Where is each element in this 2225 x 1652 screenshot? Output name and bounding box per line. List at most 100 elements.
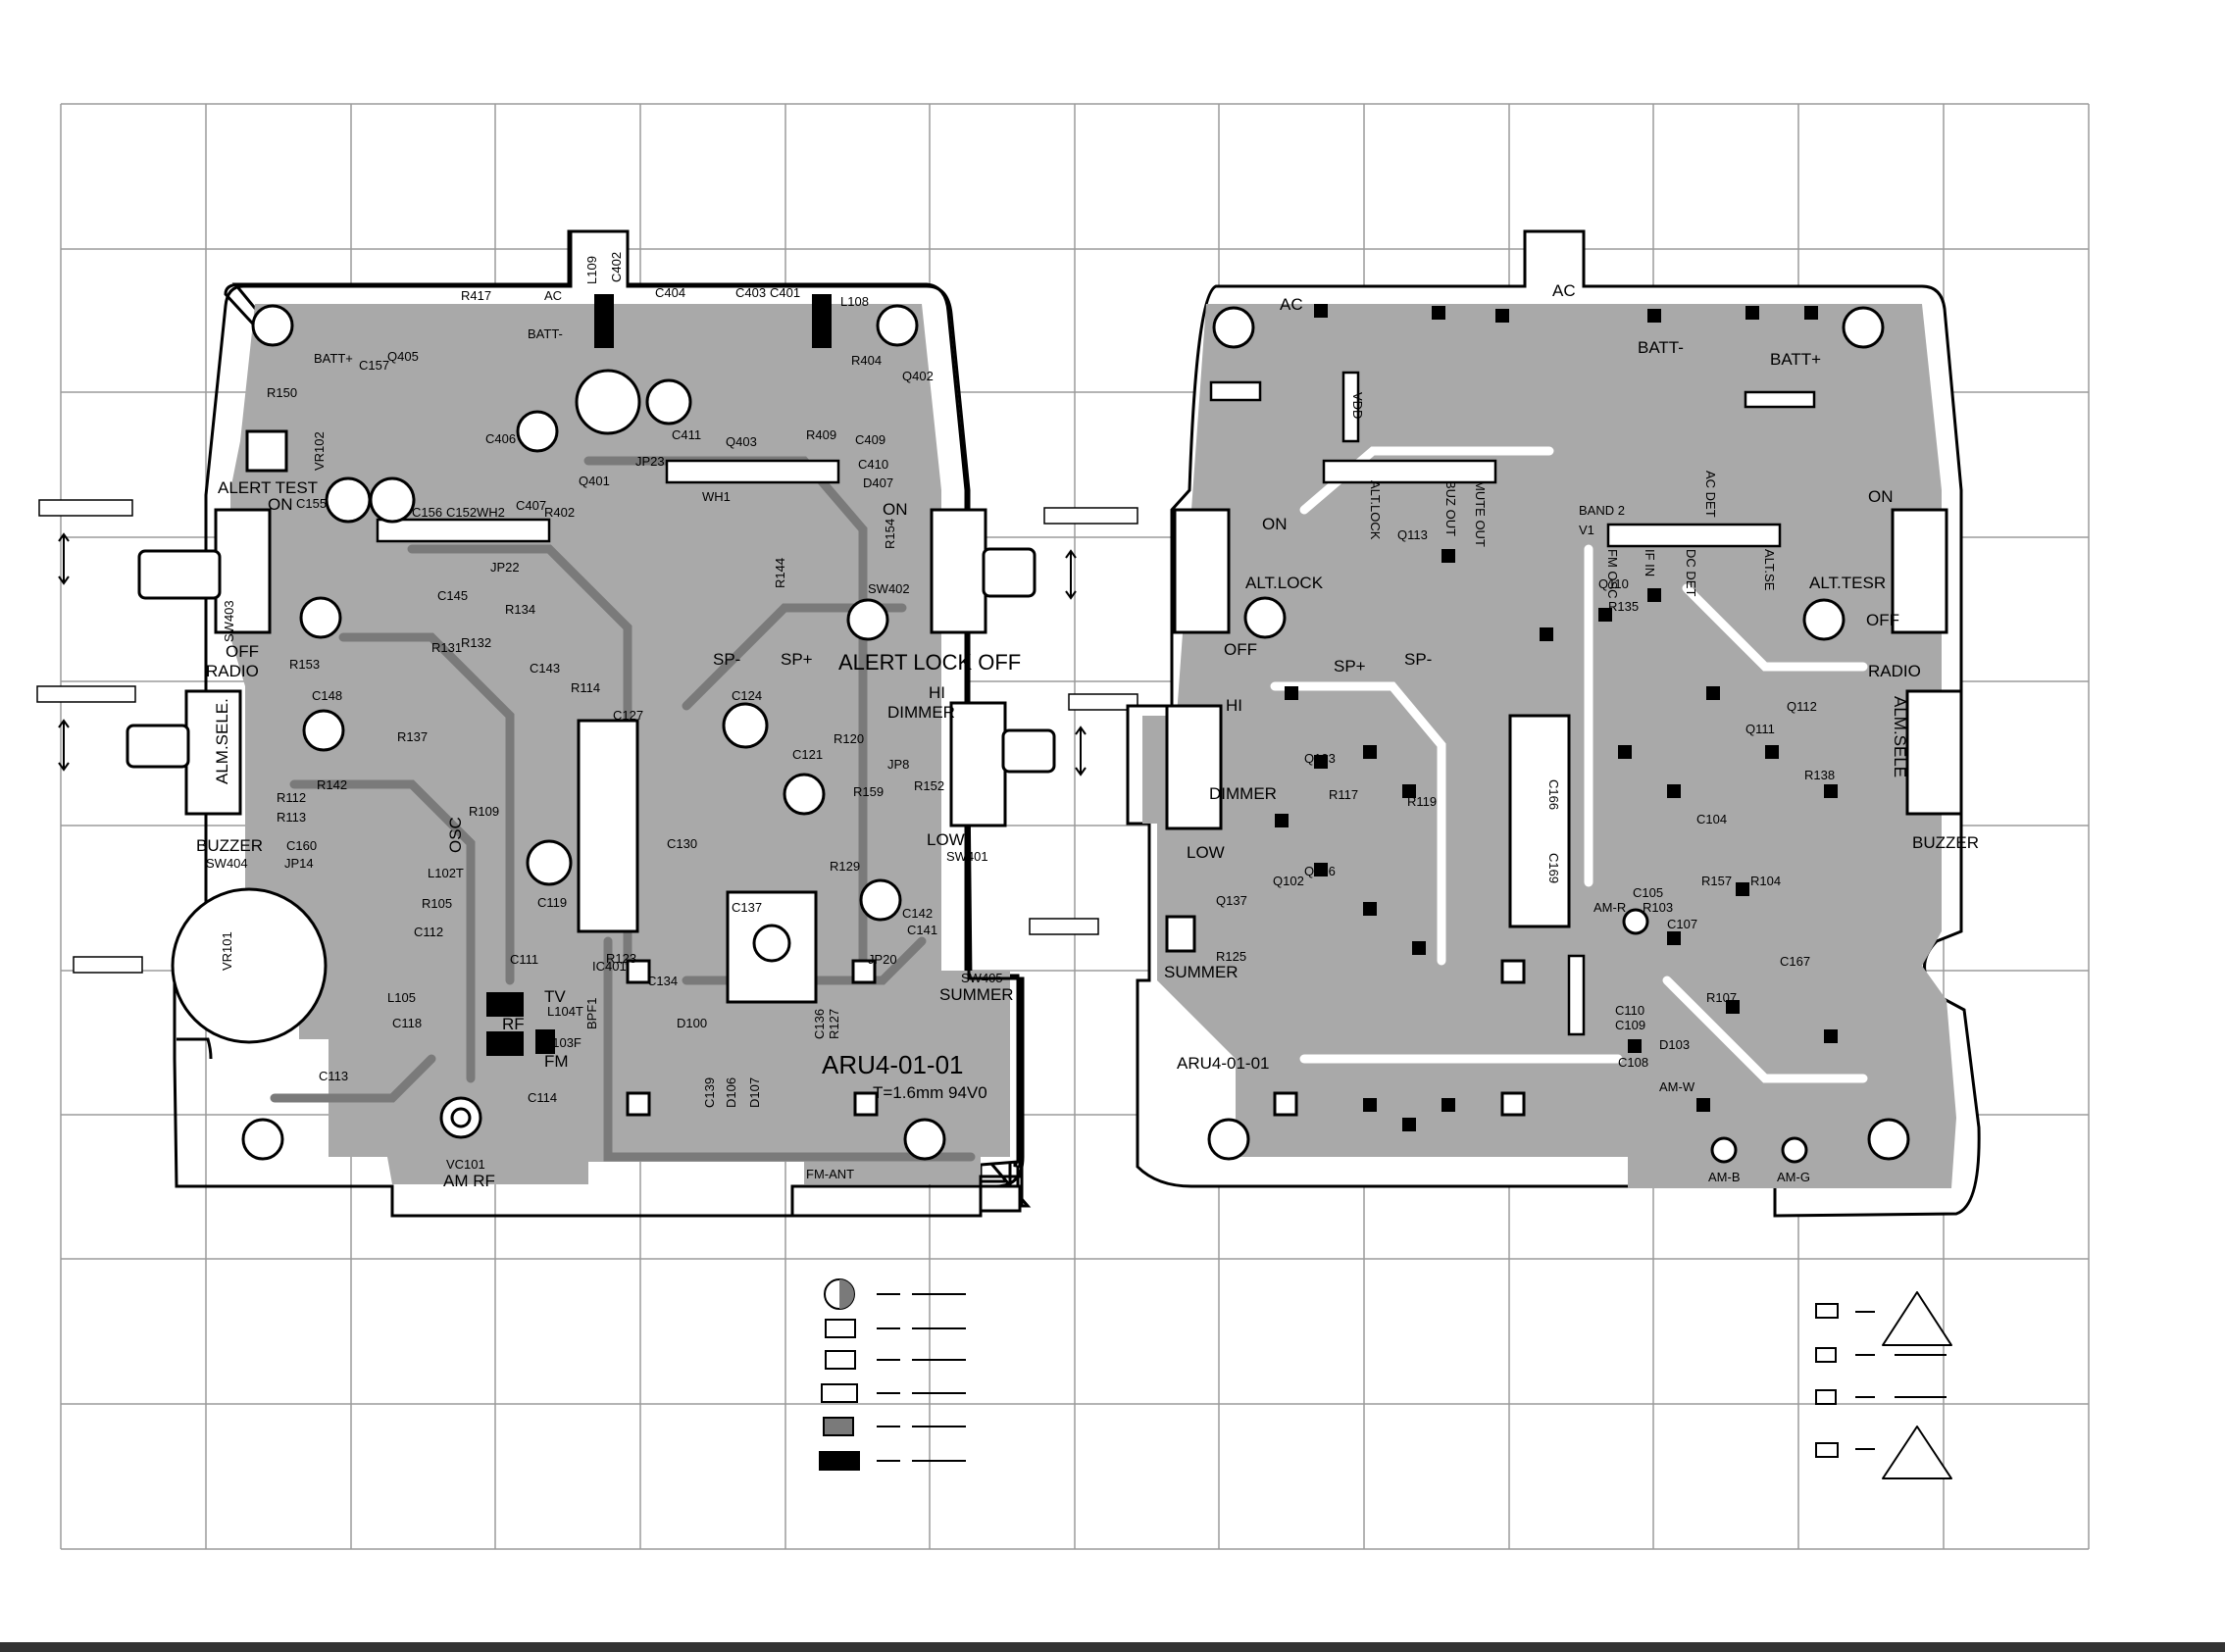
smd-pads (1275, 304, 1838, 1131)
mounting-hole (846, 598, 889, 641)
mounting-hole (1243, 596, 1287, 639)
label-osc: OSC (446, 817, 465, 853)
label-r120: R120 (834, 731, 864, 746)
label-v1: V1 (1579, 523, 1594, 537)
label-c160: C160 (286, 838, 317, 853)
sw404-switch (184, 689, 242, 816)
label-off-left: OFF (226, 642, 259, 661)
sw401-switch (949, 701, 1007, 827)
label-vc101: VC101 (446, 1157, 485, 1172)
solder-pad (1165, 915, 1196, 953)
label-fm-ant: FM-ANT (806, 1167, 854, 1181)
sw402-switch (930, 508, 987, 634)
label-r150: R150 (267, 385, 297, 400)
label-r153: R153 (289, 657, 320, 672)
legend-arrows-left (877, 1293, 966, 1462)
label-r119: R119 (1407, 794, 1437, 809)
label-c112: C112 (414, 925, 443, 939)
label-if-in: IF IN (1643, 549, 1657, 576)
label-sw401: SW401 (946, 849, 988, 864)
label-c142: C142 (902, 906, 933, 921)
label-ac-top: AC (1552, 281, 1576, 300)
label-c111: C111 (510, 952, 538, 967)
label-r114: R114 (571, 680, 600, 695)
label-c410: C410 (858, 457, 888, 472)
solder-pad (626, 1091, 651, 1117)
electrolytic-capacitor (722, 702, 769, 749)
label-c167: C167 (1780, 954, 1810, 969)
label-q106: Q106 (1304, 864, 1336, 878)
label-hi: HI (929, 683, 945, 702)
label-dimmer: DIMMER (887, 703, 955, 722)
label-vr102: VR102 (312, 431, 327, 471)
label-c108: C108 (1618, 1055, 1648, 1070)
page-bottom-strip (0, 1642, 2225, 1652)
label-r142: R142 (317, 777, 347, 792)
connector (1567, 954, 1586, 1036)
label-alm-sele: ALM.SELE. (213, 698, 231, 784)
label-l109: L109 (584, 256, 599, 284)
electrolytic-capacitor (369, 476, 416, 524)
label-c148: C148 (312, 688, 342, 703)
label-l103f: L103F (545, 1035, 582, 1050)
label-r138: R138 (1804, 768, 1835, 782)
electrolytic-capacitor (302, 709, 345, 752)
label-jp22: JP22 (490, 560, 520, 575)
vr102-trimmer (245, 429, 288, 473)
label-q403: Q403 (726, 434, 757, 449)
label-am-rf: AM RF (443, 1172, 495, 1190)
label-sp-minus-r: SP- (1404, 650, 1432, 669)
label-batt-plus: BATT+ (1770, 350, 1821, 369)
solder-pad (1273, 1091, 1298, 1117)
electrolytic-capacitor (859, 878, 902, 922)
board-spec: T=1.6mm 94V0 (873, 1083, 987, 1102)
label-r123: R123 (606, 951, 636, 966)
label-alm-sele-r: ALM.SELE (1891, 696, 1909, 777)
label-c107: C107 (1667, 917, 1697, 931)
label-c113: C113 (319, 1069, 348, 1083)
label-r129: R129 (830, 859, 860, 874)
mounting-hole (1710, 1136, 1738, 1164)
label-r109: R109 (469, 804, 499, 819)
legend-arrows-right (1855, 1311, 1947, 1450)
label-c152: C152 (446, 505, 477, 520)
solder-pad (1500, 959, 1526, 984)
electrolytic-capacitor (575, 369, 641, 435)
label-alt-lock: ALT.LOCK (1245, 574, 1324, 592)
electrolytic-capacitor (783, 773, 826, 816)
label-off-right-r: OFF (1866, 611, 1899, 629)
label-band2: BAND 2 (1579, 503, 1625, 518)
connector (1209, 380, 1262, 402)
solder-pad (853, 1091, 879, 1117)
label-fm-osc: FM OSC (1605, 549, 1620, 599)
label-buzzer-r: BUZZER (1912, 833, 1979, 852)
label-radio-r: RADIO (1868, 662, 1921, 680)
slider-knob (126, 724, 190, 769)
label-off-left-r: OFF (1224, 640, 1257, 659)
solder-pad (851, 959, 877, 984)
label-am-b: AM-B (1708, 1170, 1741, 1184)
label-alt-tesr: ALT.TESR (1809, 574, 1886, 592)
label-alert-lock-off: ALERT LOCK OFF (838, 650, 1021, 675)
alt-tesr-switch (1891, 508, 1948, 634)
label-d106: D106 (724, 1077, 738, 1108)
label-alt-se: ALT.SE (1762, 549, 1777, 591)
label-r112: R112 (277, 790, 306, 805)
label-r159: R159 (853, 784, 884, 799)
label-c121: C121 (792, 747, 823, 762)
label-q112: Q112 (1787, 699, 1817, 714)
board-title-left: ARU4-01-01 (822, 1050, 964, 1079)
component-legend-left (819, 1278, 966, 1471)
callout-box (1068, 693, 1138, 711)
label-c134: C134 (647, 974, 678, 988)
mounting-hole (1802, 598, 1846, 641)
right-traces (1270, 446, 1868, 1083)
triangle-transistor-icon (1882, 1291, 1952, 1346)
callout-box (1029, 918, 1099, 935)
solder-pad (626, 959, 651, 984)
label-q113: Q113 (1397, 527, 1428, 542)
label-c114: C114 (528, 1090, 557, 1105)
label-c110: C110 (1615, 1003, 1644, 1018)
label-r127: R127 (827, 1009, 841, 1039)
mounting-hole (903, 1118, 946, 1161)
